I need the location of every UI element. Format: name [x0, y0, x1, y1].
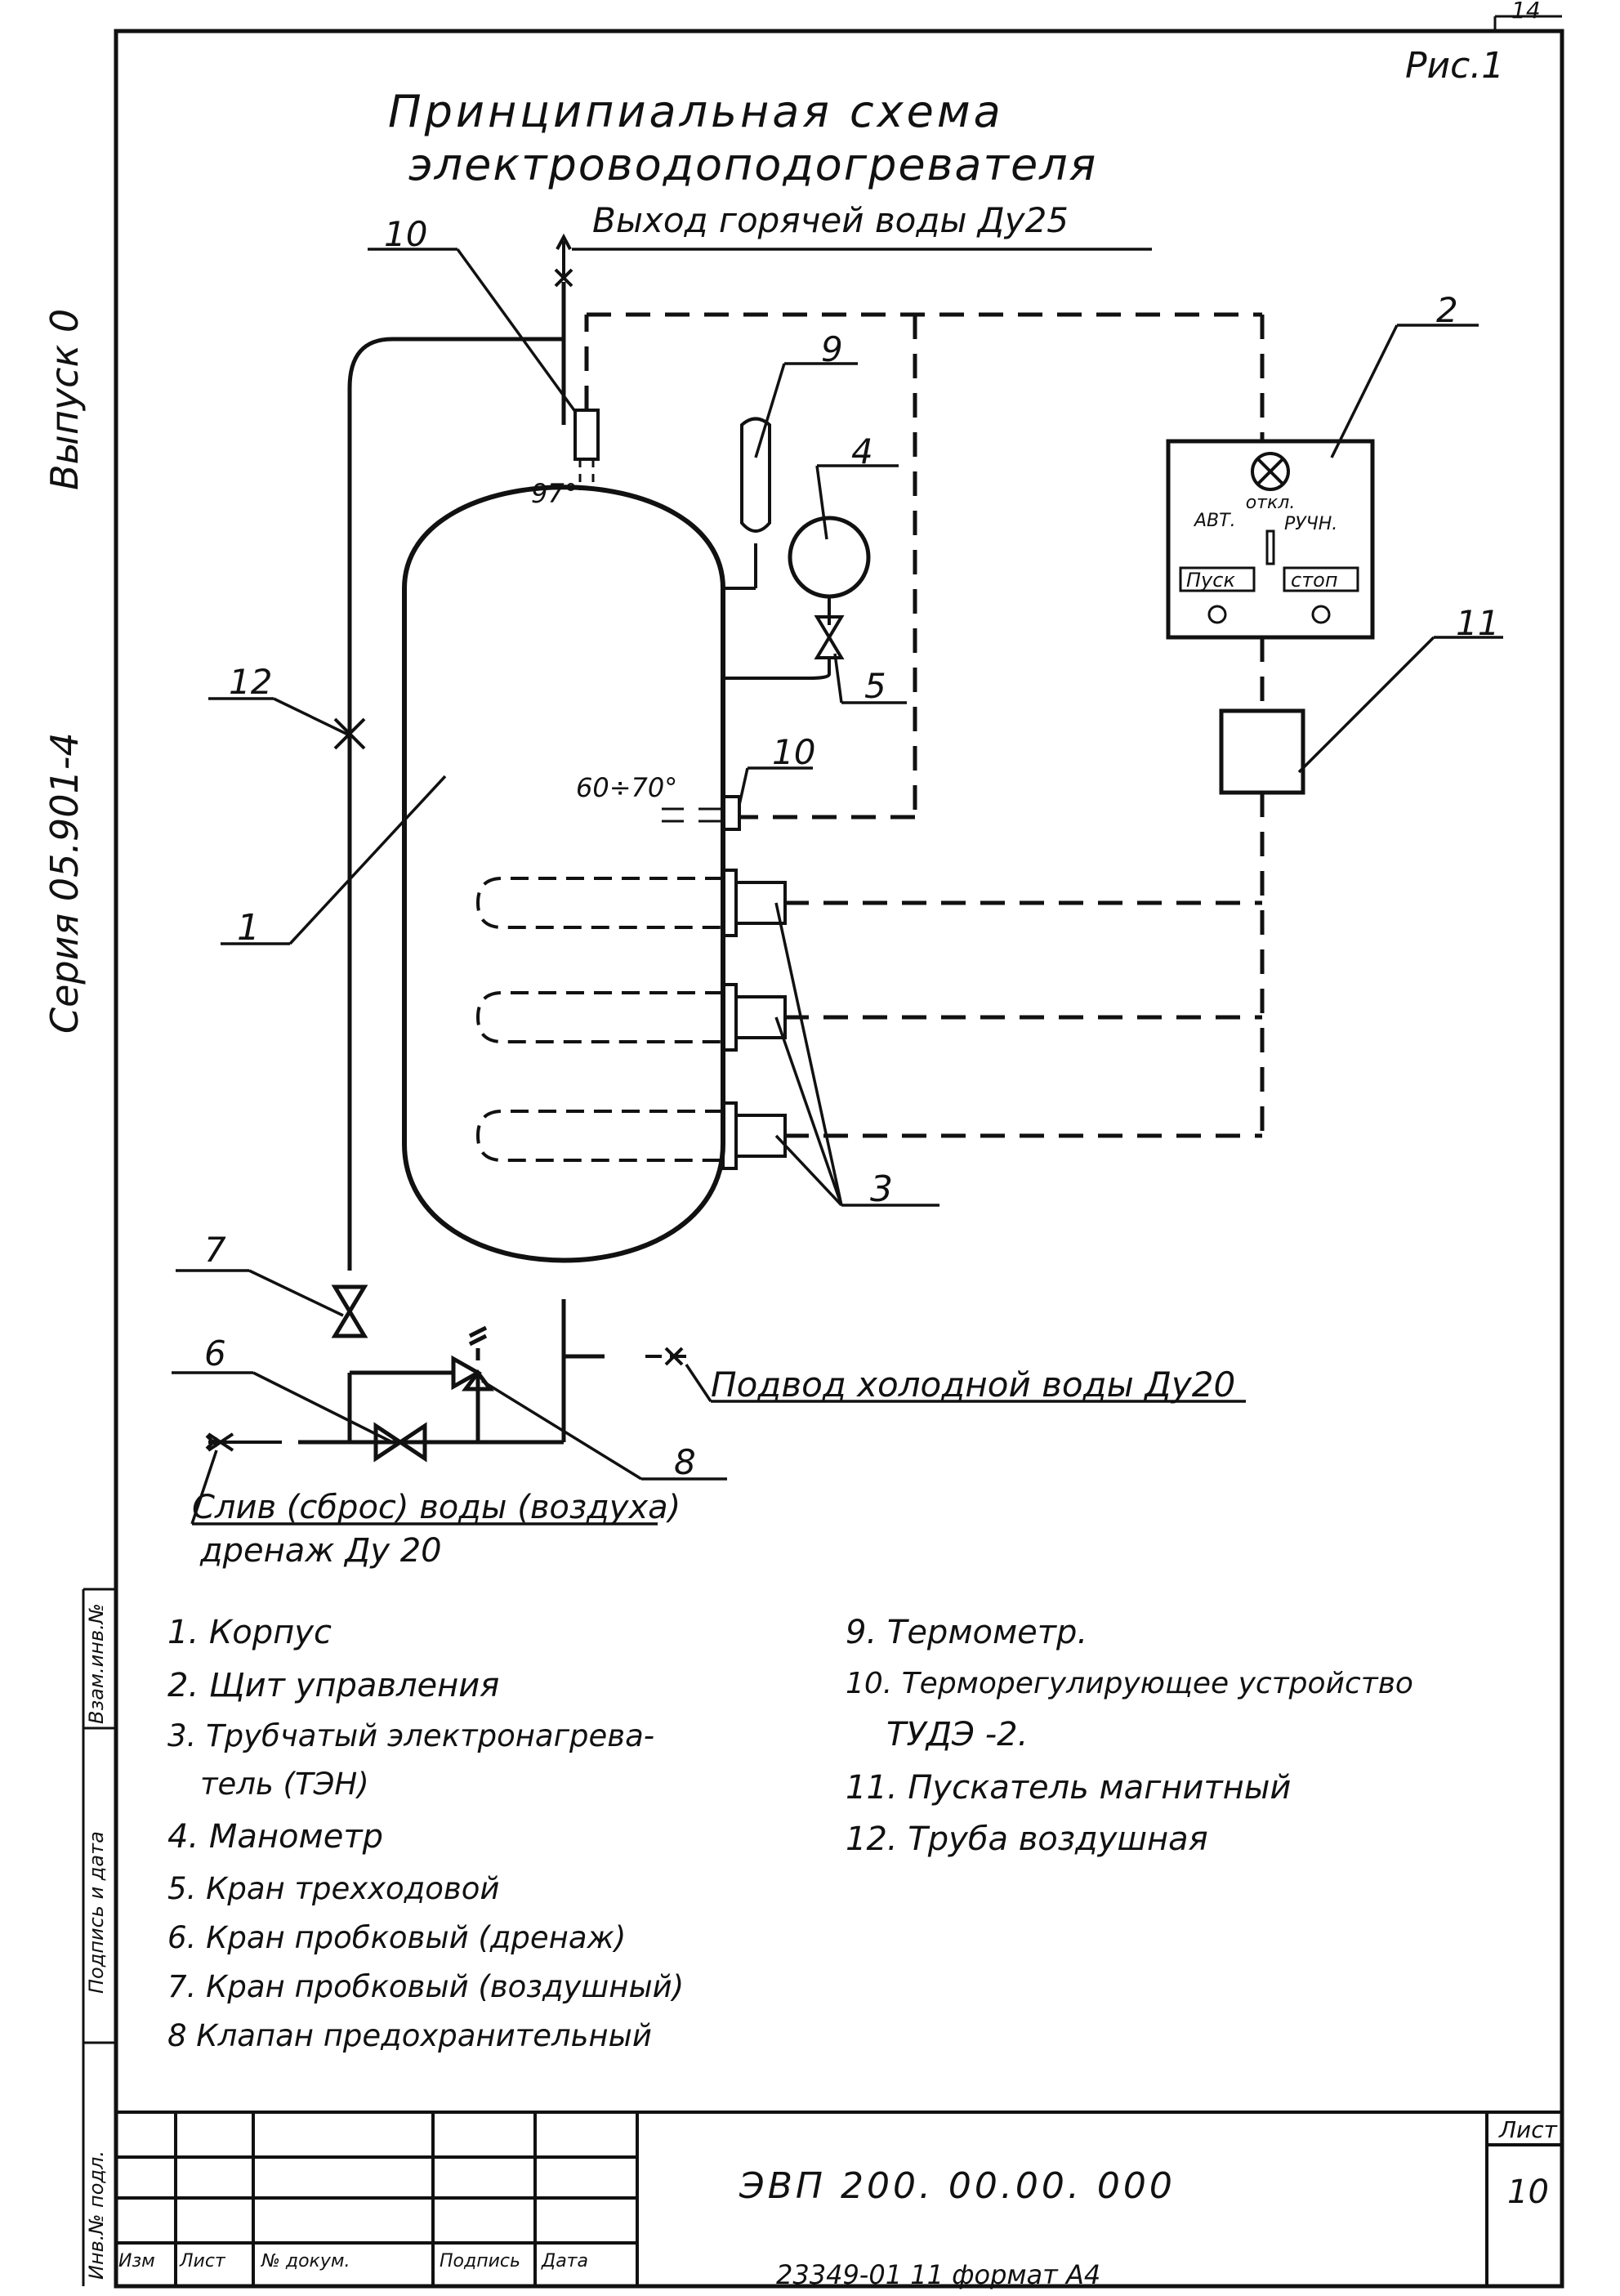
legend-item: 4. Манометр: [167, 1818, 384, 1856]
marker-10-top: 10: [384, 214, 428, 254]
sheet-number: 10: [1507, 2173, 1549, 2211]
stamp-label-1: Взам.инв.№: [85, 1603, 108, 1724]
series-label: Серия 05.901-4: [42, 732, 87, 1034]
legend-item: тель (ТЭН): [200, 1767, 369, 1802]
col-date: Дата: [542, 2251, 588, 2271]
frame-border: [114, 29, 1564, 2289]
marker-12: 12: [229, 662, 273, 702]
legend-item: 9. Термометр.: [846, 1614, 1088, 1651]
legend-item: ТУДЭ -2.: [886, 1716, 1029, 1753]
footer-text: 23349-01 11 формат А4: [776, 2259, 1101, 2290]
marker-3: 3: [870, 1168, 893, 1210]
marker-11: 11: [1456, 603, 1500, 643]
control-panel: [1166, 439, 1375, 640]
panel-off: откл.: [1246, 493, 1296, 513]
stamp-label-2: Подпись и дата: [85, 1831, 108, 1994]
title-line-1: Принципиальная схема: [388, 86, 1004, 137]
col-doc: № докум.: [261, 2251, 350, 2271]
sheet-label: Лист: [1499, 2116, 1557, 2143]
col-izm: Изм: [118, 2251, 155, 2271]
marker-7: 7: [204, 1230, 226, 1270]
legend-item: 11. Пускатель магнитный: [846, 1769, 1292, 1807]
legend-item: 8 Клапан предохранительный: [167, 2018, 652, 2053]
document-designation: ЭВП 200. 00.00. 000: [739, 2165, 1176, 2207]
marker-6: 6: [204, 1333, 226, 1374]
legend-item: 1. Корпус: [167, 1614, 332, 1651]
hot-water-outlet-label: Выход горячей воды Ду25: [592, 200, 1069, 240]
legend-item: 12. Труба воздушная: [846, 1820, 1208, 1858]
legend-item: 3. Трубчатый электронагрева-: [167, 1718, 655, 1753]
legend-item: 7. Кран пробковый (воздушный): [167, 1969, 685, 2004]
col-list: Лист: [180, 2251, 225, 2271]
legend-item: 6. Кран пробковый (дренаж): [167, 1920, 627, 1955]
vessel-body: [402, 485, 725, 1263]
panel-manual: РУЧН.: [1284, 514, 1337, 534]
legend-item: 5. Кран трехходовой: [167, 1871, 500, 1906]
magnetic-starter: [1219, 708, 1305, 795]
col-sign: Подпись: [440, 2251, 520, 2271]
marker-10-mid: 10: [772, 732, 816, 772]
figure-label: Рис.1: [1405, 45, 1505, 87]
cold-water-inlet-label: Подвод холодной воды Ду20: [711, 1365, 1236, 1405]
marker-9: 9: [821, 329, 843, 369]
panel-auto: АВТ.: [1193, 511, 1236, 531]
marker-4: 4: [851, 431, 873, 471]
panel-start: Пуск: [1186, 569, 1235, 592]
marker-1: 1: [237, 907, 260, 949]
legend-item: 10. Терморегулирующее устройство: [846, 1667, 1413, 1700]
legend-item: 2. Щит управления: [167, 1667, 500, 1704]
stamp-label-3: Инв.№ подл.: [85, 2151, 108, 2280]
temp-97: 97°: [531, 478, 578, 509]
panel-stop: стоп: [1291, 569, 1338, 592]
drain-label-1: Слив (сброс) воды (воздуха): [192, 1489, 681, 1526]
marker-8: 8: [674, 1442, 696, 1482]
marker-2: 2: [1436, 290, 1458, 330]
issue-label: Выпуск 0: [42, 308, 87, 490]
title-line-2: электроводоподогревателя: [408, 139, 1098, 190]
marker-5: 5: [864, 666, 886, 706]
corner-number: 14: [1511, 0, 1541, 24]
temp-60-70: 60÷70°: [576, 772, 677, 803]
drain-label-2: дренаж Ду 20: [200, 1532, 442, 1570]
